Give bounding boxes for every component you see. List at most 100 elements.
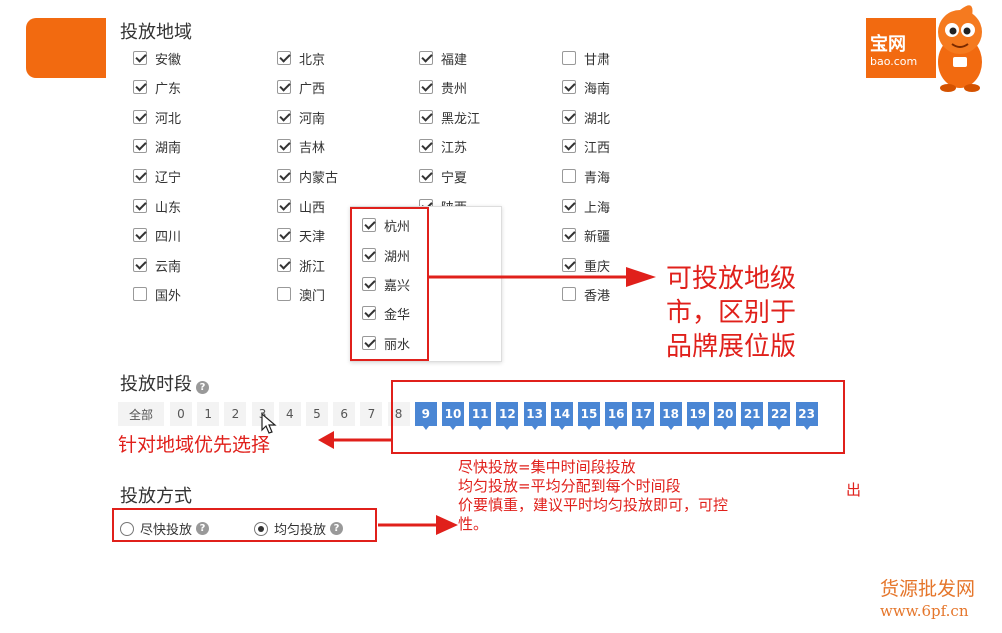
region-checkbox[interactable] bbox=[419, 110, 433, 124]
city-checkbox[interactable] bbox=[362, 277, 376, 291]
region-item[interactable]: 云南 bbox=[133, 256, 181, 275]
region-item[interactable]: 广西 bbox=[277, 78, 325, 97]
hour-cell[interactable]: 20 bbox=[714, 402, 736, 430]
hour-cell[interactable]: 7 bbox=[360, 402, 383, 426]
region-item[interactable]: 贵州 bbox=[419, 78, 467, 97]
city-item[interactable]: 杭州 bbox=[362, 216, 410, 235]
hour-cell[interactable]: 17 bbox=[632, 402, 655, 430]
region-item[interactable]: 天津 bbox=[277, 226, 325, 245]
region-checkbox[interactable] bbox=[277, 110, 291, 124]
region-item[interactable]: 澳门 bbox=[277, 285, 325, 304]
hour-cell[interactable]: 9 bbox=[414, 402, 437, 430]
region-item[interactable]: 江西 bbox=[562, 137, 610, 156]
region-item[interactable]: 内蒙古 bbox=[277, 167, 338, 186]
hour-cell[interactable]: 19 bbox=[686, 402, 709, 430]
region-checkbox[interactable] bbox=[562, 287, 576, 301]
region-checkbox[interactable] bbox=[562, 139, 576, 153]
help-icon[interactable]: ? bbox=[196, 381, 209, 394]
hour-cell[interactable]: 11 bbox=[469, 402, 492, 430]
region-checkbox[interactable] bbox=[133, 228, 147, 242]
region-item[interactable]: 新疆 bbox=[562, 226, 610, 245]
hour-cell[interactable]: 8 bbox=[387, 402, 410, 426]
region-item[interactable]: 重庆 bbox=[562, 256, 610, 275]
city-checkbox[interactable] bbox=[362, 248, 376, 262]
region-item[interactable]: 河北 bbox=[133, 108, 181, 127]
hour-cell[interactable]: 10 bbox=[442, 402, 464, 430]
hour-all-button[interactable]: 全部 bbox=[118, 402, 164, 426]
region-checkbox[interactable] bbox=[419, 139, 433, 153]
region-checkbox[interactable] bbox=[277, 287, 291, 301]
region-item[interactable]: 国外 bbox=[133, 285, 181, 304]
region-checkbox[interactable] bbox=[562, 51, 576, 65]
region-checkbox[interactable] bbox=[133, 258, 147, 272]
hour-cell[interactable]: 13 bbox=[523, 402, 546, 430]
region-item[interactable]: 湖北 bbox=[562, 108, 610, 127]
region-checkbox[interactable] bbox=[419, 51, 433, 65]
hour-cell[interactable]: 2 bbox=[224, 402, 247, 426]
method-option-fast[interactable]: 尽快投放 ? bbox=[120, 519, 210, 538]
city-item[interactable]: 湖州 bbox=[362, 246, 410, 265]
hour-cell[interactable]: 22 bbox=[768, 402, 791, 430]
region-checkbox[interactable] bbox=[133, 287, 147, 301]
region-item[interactable]: 福建 bbox=[419, 49, 467, 68]
city-checkbox[interactable] bbox=[362, 306, 376, 320]
region-item[interactable]: 江苏 bbox=[419, 137, 467, 156]
region-checkbox[interactable] bbox=[562, 258, 576, 272]
region-checkbox[interactable] bbox=[277, 139, 291, 153]
city-checkbox[interactable] bbox=[362, 218, 376, 232]
region-checkbox[interactable] bbox=[133, 139, 147, 153]
region-checkbox[interactable] bbox=[562, 80, 576, 94]
region-checkbox[interactable] bbox=[562, 228, 576, 242]
region-checkbox[interactable] bbox=[133, 199, 147, 213]
region-checkbox[interactable] bbox=[133, 80, 147, 94]
hour-cell[interactable]: 21 bbox=[741, 402, 764, 430]
region-item[interactable]: 四川 bbox=[133, 226, 181, 245]
region-checkbox[interactable] bbox=[277, 51, 291, 65]
region-item[interactable]: 吉林 bbox=[277, 137, 325, 156]
region-item[interactable]: 辽宁 bbox=[133, 167, 181, 186]
region-checkbox[interactable] bbox=[419, 80, 433, 94]
city-item[interactable]: 金华 bbox=[362, 304, 410, 323]
hour-cell[interactable]: 6 bbox=[333, 402, 356, 426]
region-checkbox[interactable] bbox=[133, 169, 147, 183]
region-checkbox[interactable] bbox=[133, 51, 147, 65]
region-checkbox[interactable] bbox=[133, 110, 147, 124]
region-item[interactable]: 甘肃 bbox=[562, 49, 610, 68]
region-item[interactable]: 浙江 bbox=[277, 256, 325, 275]
city-item[interactable]: 嘉兴 bbox=[362, 275, 410, 294]
hour-cell[interactable]: 15 bbox=[578, 402, 600, 430]
region-item[interactable]: 山西 bbox=[277, 197, 325, 216]
hour-cell[interactable]: 12 bbox=[496, 402, 519, 430]
help-icon[interactable]: ? bbox=[330, 522, 344, 535]
radio-fast[interactable] bbox=[120, 521, 134, 536]
region-item[interactable]: 山东 bbox=[133, 197, 181, 216]
region-item[interactable]: 北京 bbox=[277, 49, 325, 68]
hour-cell[interactable]: 0 bbox=[170, 402, 192, 426]
region-item[interactable]: 上海 bbox=[562, 197, 610, 216]
region-checkbox[interactable] bbox=[419, 169, 433, 183]
region-checkbox[interactable] bbox=[562, 199, 576, 213]
region-item[interactable]: 河南 bbox=[277, 108, 325, 127]
method-option-even[interactable]: 均匀投放 ? bbox=[254, 519, 344, 538]
region-checkbox[interactable] bbox=[562, 110, 576, 124]
region-item[interactable]: 香港 bbox=[562, 285, 610, 304]
help-icon[interactable]: ? bbox=[196, 522, 210, 535]
region-item[interactable]: 广东 bbox=[133, 78, 181, 97]
region-item[interactable]: 湖南 bbox=[133, 137, 181, 156]
hour-cell[interactable]: 14 bbox=[550, 402, 573, 430]
hour-cell[interactable]: 1 bbox=[197, 402, 220, 426]
hour-cell[interactable]: 5 bbox=[306, 402, 328, 426]
hour-cell[interactable]: 4 bbox=[278, 402, 301, 426]
region-item[interactable]: 青海 bbox=[562, 167, 610, 186]
region-item[interactable]: 海南 bbox=[562, 78, 610, 97]
region-checkbox[interactable] bbox=[277, 228, 291, 242]
region-checkbox[interactable] bbox=[277, 80, 291, 94]
city-checkbox[interactable] bbox=[362, 336, 376, 350]
region-item[interactable]: 安徽 bbox=[133, 49, 181, 68]
region-checkbox[interactable] bbox=[277, 199, 291, 213]
region-item[interactable]: 黑龙江 bbox=[419, 108, 480, 127]
region-checkbox[interactable] bbox=[277, 258, 291, 272]
region-checkbox[interactable] bbox=[277, 169, 291, 183]
hour-cell[interactable]: 16 bbox=[605, 402, 628, 430]
hour-cell[interactable]: 18 bbox=[659, 402, 682, 430]
